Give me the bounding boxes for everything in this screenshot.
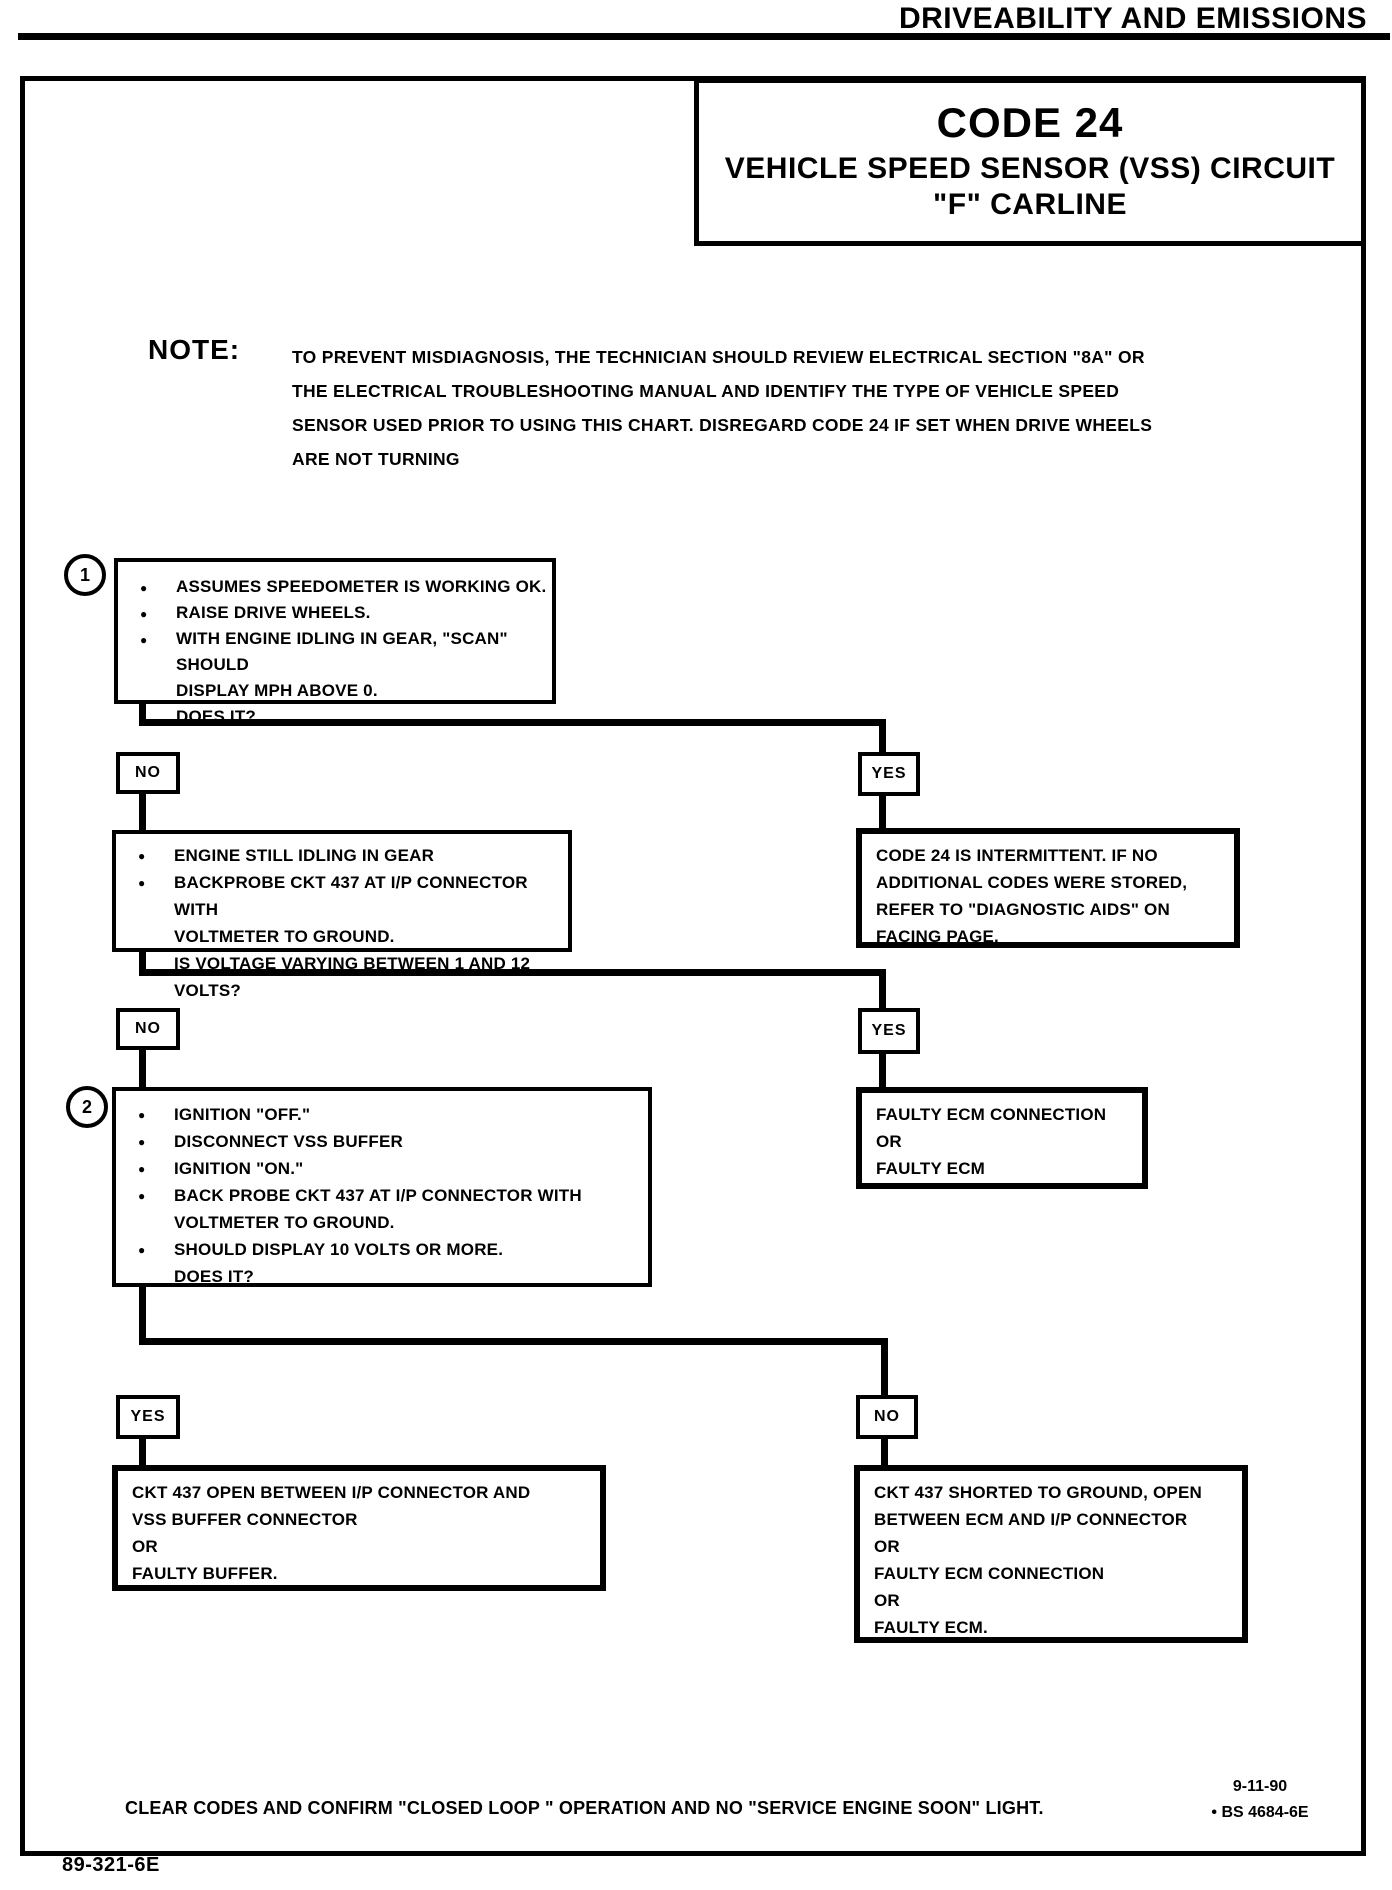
result-line: BETWEEN ECM AND I/P CONNECTOR	[874, 1510, 1188, 1529]
step-line: ASSUMES SPEEDOMETER IS WORKING OK.	[118, 574, 552, 601]
step2-box: IGNITION "OFF." DISCONNECT VSS BUFFER IG…	[112, 1087, 652, 1287]
connector-line	[139, 1338, 888, 1345]
result-line: ADDITIONAL CODES WERE STORED,	[876, 873, 1188, 892]
result-right-box: CKT 437 SHORTED TO GROUND, OPEN BETWEEN …	[854, 1465, 1248, 1643]
connector-line	[879, 1054, 886, 1087]
faulty-ecm-result-box: FAULTY ECM CONNECTION OR FAULTY ECM	[856, 1087, 1148, 1189]
intermittent-result-box: CODE 24 IS INTERMITTENT. IF NO ADDITIONA…	[856, 828, 1240, 948]
footer-doc-ref: • BS 4684-6E	[1211, 1804, 1309, 1821]
step-line: IS VOLTAGE VARYING BETWEEN 1 AND 12 VOLT…	[116, 950, 568, 1004]
branch3-no-label: NO	[856, 1395, 918, 1439]
step-line: DOES IT?	[174, 1267, 254, 1286]
result-line: CODE 24 IS INTERMITTENT. IF NO	[876, 846, 1158, 865]
connector-line	[139, 952, 146, 976]
step-line: ENGINE STILL IDLING IN GEAR	[116, 842, 568, 870]
branch2-yes-label: YES	[858, 1008, 920, 1054]
result-left-box: CKT 437 OPEN BETWEEN I/P CONNECTOR AND V…	[112, 1465, 606, 1591]
note-line: THE ELECTRICAL TROUBLESHOOTING MANUAL AN…	[292, 381, 1120, 401]
chart-outer-border	[20, 76, 1366, 1856]
step1b-box: ENGINE STILL IDLING IN GEAR BACKPROBE CK…	[112, 830, 572, 1000]
connector-line	[881, 1439, 888, 1467]
step-line: WITH ENGINE IDLING IN GEAR, "SCAN" SHOUL…	[118, 626, 552, 678]
connector-line	[139, 969, 886, 976]
result-line: FAULTY ECM	[876, 1159, 986, 1178]
step-line: VOLTMETER TO GROUND.	[174, 1213, 395, 1232]
step-line: BACKPROBE CKT 437 AT I/P CONNECTOR WITH	[116, 869, 568, 923]
step-line: IGNITION "ON."	[116, 1155, 648, 1183]
connector-line	[139, 704, 146, 726]
step-line: DISPLAY MPH ABOVE 0.	[176, 681, 378, 700]
title-box: CODE 24 VEHICLE SPEED SENSOR (VSS) CIRCU…	[694, 78, 1366, 246]
connector-line	[881, 1345, 888, 1395]
title-subtitle-1: VEHICLE SPEED SENSOR (VSS) CIRCUIT	[724, 152, 1336, 185]
footer-instruction: CLEAR CODES AND CONFIRM "CLOSED LOOP " O…	[125, 1798, 1044, 1818]
result-line: REFER TO "DIAGNOSTIC AIDS" ON	[876, 900, 1170, 919]
note-body: TO PREVENT MISDIAGNOSIS, THE TECHNICIAN …	[292, 340, 1242, 476]
connector-line	[139, 1287, 146, 1345]
result-line: OR	[874, 1591, 900, 1610]
step-line: DOES IT?	[176, 707, 256, 726]
branch1-yes-label: YES	[858, 752, 920, 796]
result-line: FAULTY ECM CONNECTION	[876, 1105, 1107, 1124]
result-line: FAULTY ECM.	[874, 1618, 988, 1637]
step-line: BACK PROBE CKT 437 AT I/P CONNECTOR WITH	[116, 1182, 648, 1210]
title-subtitle-2: "F" CARLINE	[933, 188, 1127, 221]
footer-date: 9-11-90	[1232, 1778, 1288, 1795]
step1-box: ASSUMES SPEEDOMETER IS WORKING OK. RAISE…	[114, 558, 556, 726]
result-line: OR	[876, 1132, 902, 1151]
connector-line	[139, 794, 146, 830]
result-line: OR	[874, 1537, 900, 1556]
result-line: FAULTY ECM CONNECTION	[874, 1564, 1105, 1583]
branch1-no-label: NO	[116, 752, 180, 794]
result-line: OR	[132, 1537, 158, 1556]
page-header-title: DRIVEABILITY AND EMISSIONS	[898, 2, 1367, 35]
step-line: VOLTMETER TO GROUND.	[174, 927, 395, 946]
result-line: FAULTY BUFFER.	[132, 1564, 278, 1583]
header-rule	[18, 33, 1390, 40]
result-line: CKT 437 OPEN BETWEEN I/P CONNECTOR AND	[132, 1483, 531, 1502]
branch3-yes-label: YES	[116, 1395, 180, 1439]
note-line: ARE NOT TURNING	[292, 449, 460, 469]
step-line: DISCONNECT VSS BUFFER	[116, 1128, 648, 1156]
step-number-2: 2	[66, 1086, 108, 1128]
step-line: IGNITION "OFF."	[116, 1101, 648, 1129]
result-line: FACING PAGE.	[876, 927, 999, 946]
connector-line	[879, 726, 886, 752]
step-line: RAISE DRIVE WHEELS.	[118, 600, 552, 627]
connector-line	[139, 1439, 146, 1467]
step-line: SHOULD DISPLAY 10 VOLTS OR MORE.	[116, 1236, 648, 1264]
page-code: 89-321-6E	[62, 1854, 160, 1876]
connector-line	[139, 719, 886, 726]
step-number-1: 1	[64, 554, 106, 596]
connector-line	[139, 1050, 146, 1087]
result-line: CKT 437 SHORTED TO GROUND, OPEN	[874, 1483, 1202, 1502]
note-line: SENSOR USED PRIOR TO USING THIS CHART. D…	[292, 415, 1153, 435]
code-title: CODE 24	[936, 99, 1124, 146]
note-line: TO PREVENT MISDIAGNOSIS, THE TECHNICIAN …	[292, 347, 1145, 367]
result-line: VSS BUFFER CONNECTOR	[132, 1510, 358, 1529]
connector-line	[879, 796, 886, 828]
branch2-no-label: NO	[116, 1008, 180, 1050]
note-label: NOTE:	[148, 334, 241, 365]
connector-line	[879, 976, 886, 1008]
